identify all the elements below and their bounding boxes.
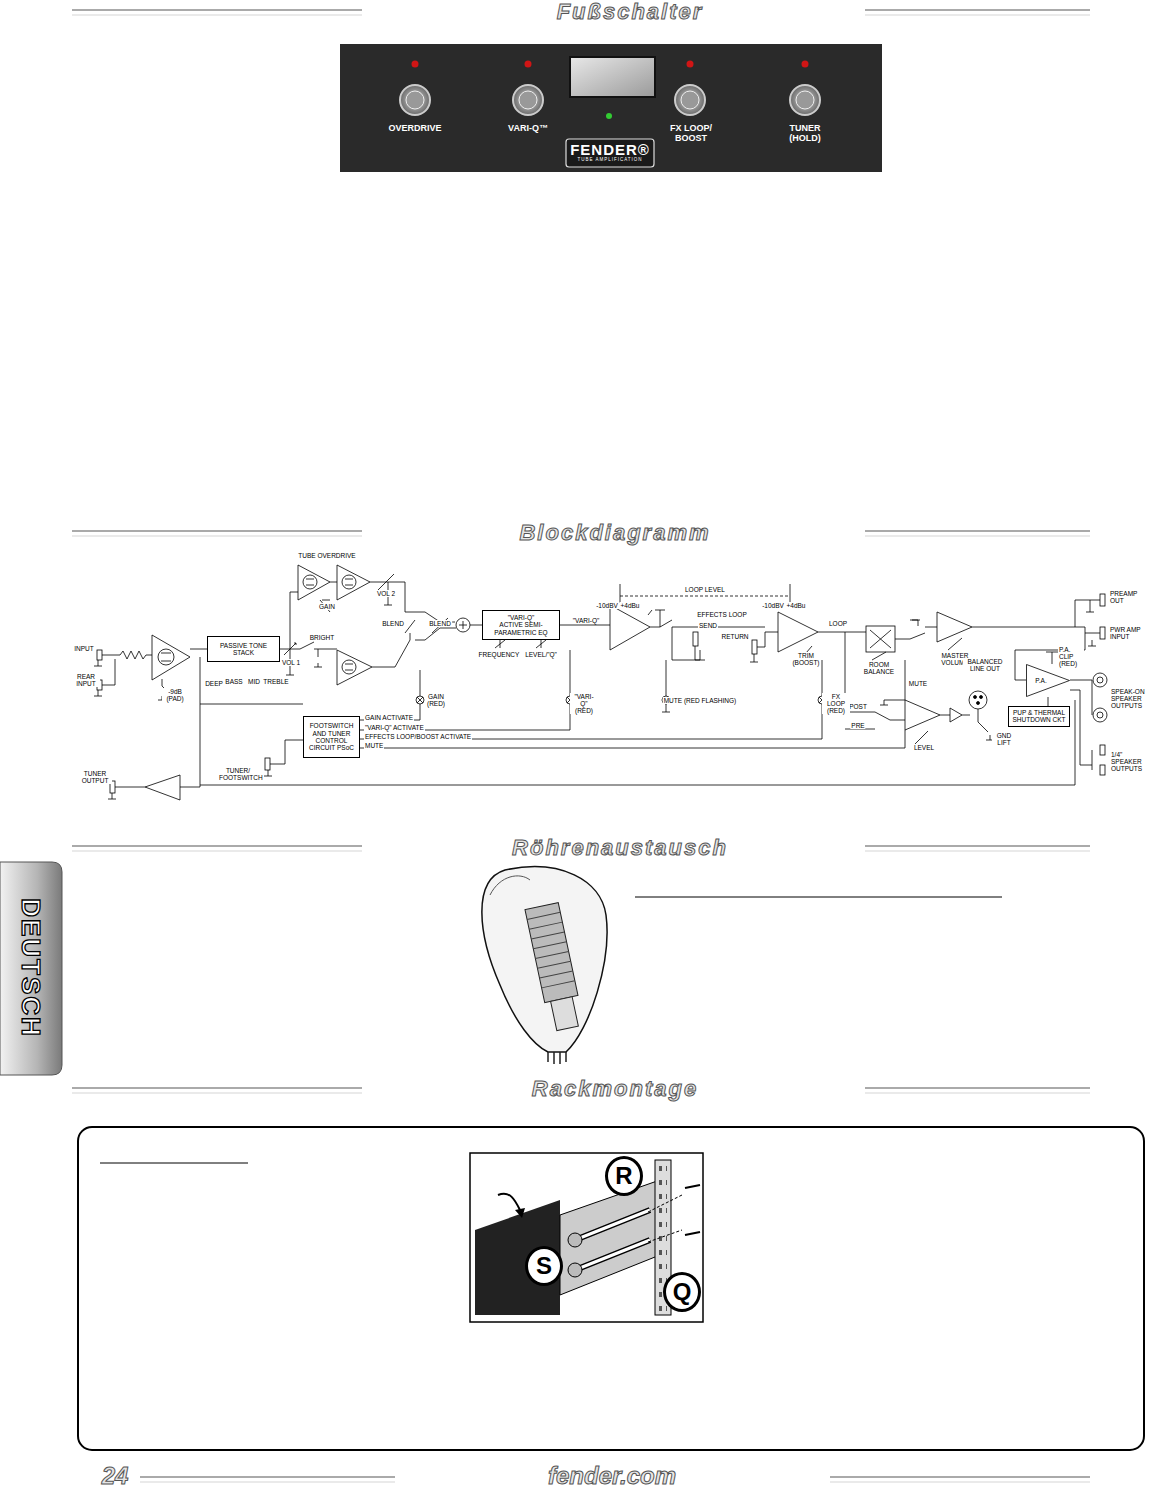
signal-label: VOL 2 (376, 590, 396, 597)
footswitch-label: FX LOOP/ BOOST (669, 124, 713, 144)
footswitch-label: OVERDRIVE (388, 124, 441, 134)
callout-letter: Q (663, 1272, 701, 1312)
signal-label: MUTE (RED FLASHING) (663, 697, 738, 704)
signal-label: GAIN ACTIVATE (364, 714, 414, 721)
signal-label: FX LOOP (RED) (822, 693, 850, 714)
process-box: PASSIVE TONE STACK (207, 636, 280, 662)
tube-illustration (482, 867, 1002, 1064)
signal-label: 1/4" SPEAKER OUTPUTS (1110, 751, 1152, 772)
power-amp-triangle: P.A. (1026, 664, 1070, 697)
signal-label: TUNER/ FOOTSWITCH (218, 767, 258, 781)
signal-label: BLEND (428, 620, 452, 627)
signal-label: BRIGHT (309, 634, 336, 641)
signal-label: GAIN (RED) (425, 693, 447, 707)
signal-label: "VARI-Q" ACTIVATE (364, 724, 425, 731)
header-rules (72, 10, 1090, 1482)
signal-label: ROOM BALANCE (862, 661, 896, 675)
signal-label: TRIM (BOOST) (791, 652, 821, 666)
footswitch-label: VARI-Q™ (508, 124, 548, 134)
node-text: "VARI-Q" (508, 614, 535, 621)
signal-label: BALANCED LINE OUT (963, 658, 1007, 672)
node-text: S (536, 1252, 552, 1280)
callout-letter: S (525, 1246, 563, 1286)
control-circuit-box: FOOTSWITCH AND TUNER CONTROL CIRCUIT PSo… (303, 716, 360, 758)
callout-letter: R (605, 1156, 643, 1196)
signal-label: "VARI-Q" (572, 617, 601, 624)
deutsch-tab (0, 862, 62, 1075)
signal-label: +4dBu (786, 602, 807, 609)
triangle-outline (1026, 664, 1070, 697)
signal-label: RETURN (720, 633, 749, 640)
signal-label: +4dBu (620, 602, 641, 609)
signal-label: P.A. CLIP (RED) (1058, 646, 1084, 667)
signal-label: TUBE OVERDRIVE (297, 552, 356, 559)
section-heading: Röhrenaustausch (512, 836, 728, 860)
signal-label: BASS (224, 678, 243, 685)
node-text: ACTIVE SEMI-PARAMETRIC EQ (486, 621, 556, 636)
signal-label: GAIN (318, 603, 336, 610)
signal-label: LOOP (828, 620, 848, 627)
brand-logo: FENDER® (570, 142, 650, 159)
language-tab: DEUTSCH (17, 898, 46, 1038)
rack-mount-section (78, 1127, 1144, 1450)
signal-label: PREAMP OUT (1109, 590, 1145, 604)
equalizer-box: "VARI-Q"ACTIVE SEMI-PARAMETRIC EQ (482, 610, 560, 640)
signal-label: TUNER OUTPUT (78, 770, 112, 784)
section-heading: Fußschalter (557, 0, 704, 24)
protection-box: PUP & THERMAL SHUTDOWN CKT (1008, 706, 1070, 727)
signal-label: -9dB (PAD) (162, 688, 188, 702)
signal-label: BLEND (381, 620, 405, 627)
footswitch-label: TUNER (HOLD) (783, 124, 827, 144)
signal-label: MUTE (364, 742, 384, 749)
section-heading: Blockdiagramm (519, 521, 710, 545)
signal-label: LOOP LEVEL (684, 586, 726, 593)
signal-label: INPUT (73, 645, 95, 652)
signal-label: -10dBV (761, 602, 785, 609)
page-footer: 24 (102, 1463, 129, 1489)
page-footer: fender.com (548, 1463, 676, 1489)
signal-label: REAR INPUT (72, 673, 100, 687)
signal-label: VOL 1 (281, 659, 301, 666)
signal-label: EFFECTS LOOP (696, 611, 747, 618)
block-diagram-wiring (94, 565, 1107, 800)
node-text: R (615, 1162, 632, 1190)
brand-tagline: TUBE AMPLIFICATION (577, 158, 642, 163)
node-text: PUP & THERMAL SHUTDOWN CKT (1012, 709, 1066, 724)
signal-label: MUTE (908, 680, 928, 687)
signal-label: EFFECTS LOOP/BOOST ACTIVATE (364, 733, 472, 740)
signal-label: "VARI-Q" (RED) (570, 693, 598, 714)
footswitch-panel (340, 44, 882, 172)
node-text: FOOTSWITCH AND TUNER CONTROL CIRCUIT PSo… (307, 722, 356, 752)
signal-label: DEEP (204, 680, 224, 687)
signal-wire (1048, 697, 1049, 706)
signal-label: PWR AMP INPUT (1109, 626, 1145, 640)
node-text: P.A. (1035, 677, 1046, 684)
signal-label: MID (247, 678, 261, 685)
signal-label: POST (848, 703, 868, 710)
section-heading: Rackmontage (532, 1077, 698, 1101)
signal-label: SEND (698, 622, 718, 629)
signal-label: SPEAK-ON SPEAKER OUTPUTS (1110, 688, 1152, 709)
signal-label: TREBLE (262, 678, 289, 685)
signal-label: MASTER VOLUME (937, 652, 973, 666)
signal-label: GND LIFT (992, 732, 1016, 746)
signal-label: LEVEL/"Q" (524, 651, 558, 658)
signal-label: FREQUENCY (478, 651, 521, 658)
signal-label: PRE (850, 722, 865, 729)
signal-label: -10dBV (595, 602, 619, 609)
node-text: Q (673, 1278, 692, 1306)
signal-label: LEVEL (913, 744, 935, 751)
node-text: PASSIVE TONE STACK (211, 642, 276, 657)
